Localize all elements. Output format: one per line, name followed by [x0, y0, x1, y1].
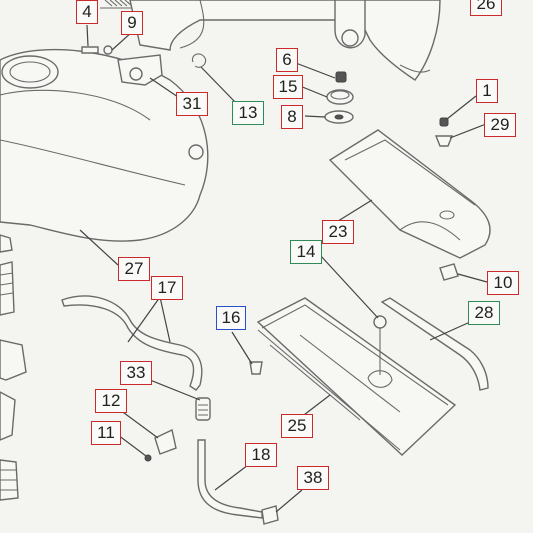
trim-strip: [380, 297, 489, 391]
callout-28[interactable]: 28: [468, 301, 500, 325]
left-edge-parts: [0, 234, 27, 501]
callout-29[interactable]: 29: [484, 113, 516, 137]
callout-38[interactable]: 38: [297, 466, 329, 490]
base-plate: [256, 297, 457, 456]
spring-part: [100, 0, 135, 9]
callout-1[interactable]: 1: [476, 79, 498, 103]
callout-8[interactable]: 8: [281, 105, 303, 129]
callout-12[interactable]: 12: [95, 389, 127, 413]
screw-and-washer: [434, 117, 454, 147]
spacer-stack: [324, 71, 354, 124]
callout-13[interactable]: 13: [232, 101, 264, 125]
callout-4[interactable]: 4: [76, 0, 98, 24]
callout-11[interactable]: 11: [91, 421, 121, 445]
callout-15[interactable]: 15: [273, 75, 303, 99]
callout-26[interactable]: 26: [470, 0, 502, 16]
tank-body: [0, 48, 209, 242]
callout-9[interactable]: 9: [121, 11, 143, 35]
callout-25[interactable]: 25: [281, 414, 313, 438]
bracket-part: [81, 45, 207, 86]
fuel-line: [61, 295, 263, 519]
callout-18[interactable]: 18: [245, 443, 277, 467]
callout-17[interactable]: 17: [151, 276, 183, 300]
callout-16[interactable]: 16: [216, 306, 246, 330]
callout-27[interactable]: 27: [118, 257, 150, 281]
callout-14[interactable]: 14: [290, 240, 322, 264]
callout-6[interactable]: 6: [276, 48, 298, 72]
callout-23[interactable]: 23: [322, 220, 354, 244]
rear-fender: [129, 0, 441, 81]
callout-31[interactable]: 31: [176, 92, 208, 116]
callout-10[interactable]: 10: [487, 271, 519, 295]
leader-lines: [79, 24, 488, 513]
small-fittings: [144, 361, 279, 525]
seat-pan: [328, 129, 491, 281]
callout-33[interactable]: 33: [120, 361, 152, 385]
